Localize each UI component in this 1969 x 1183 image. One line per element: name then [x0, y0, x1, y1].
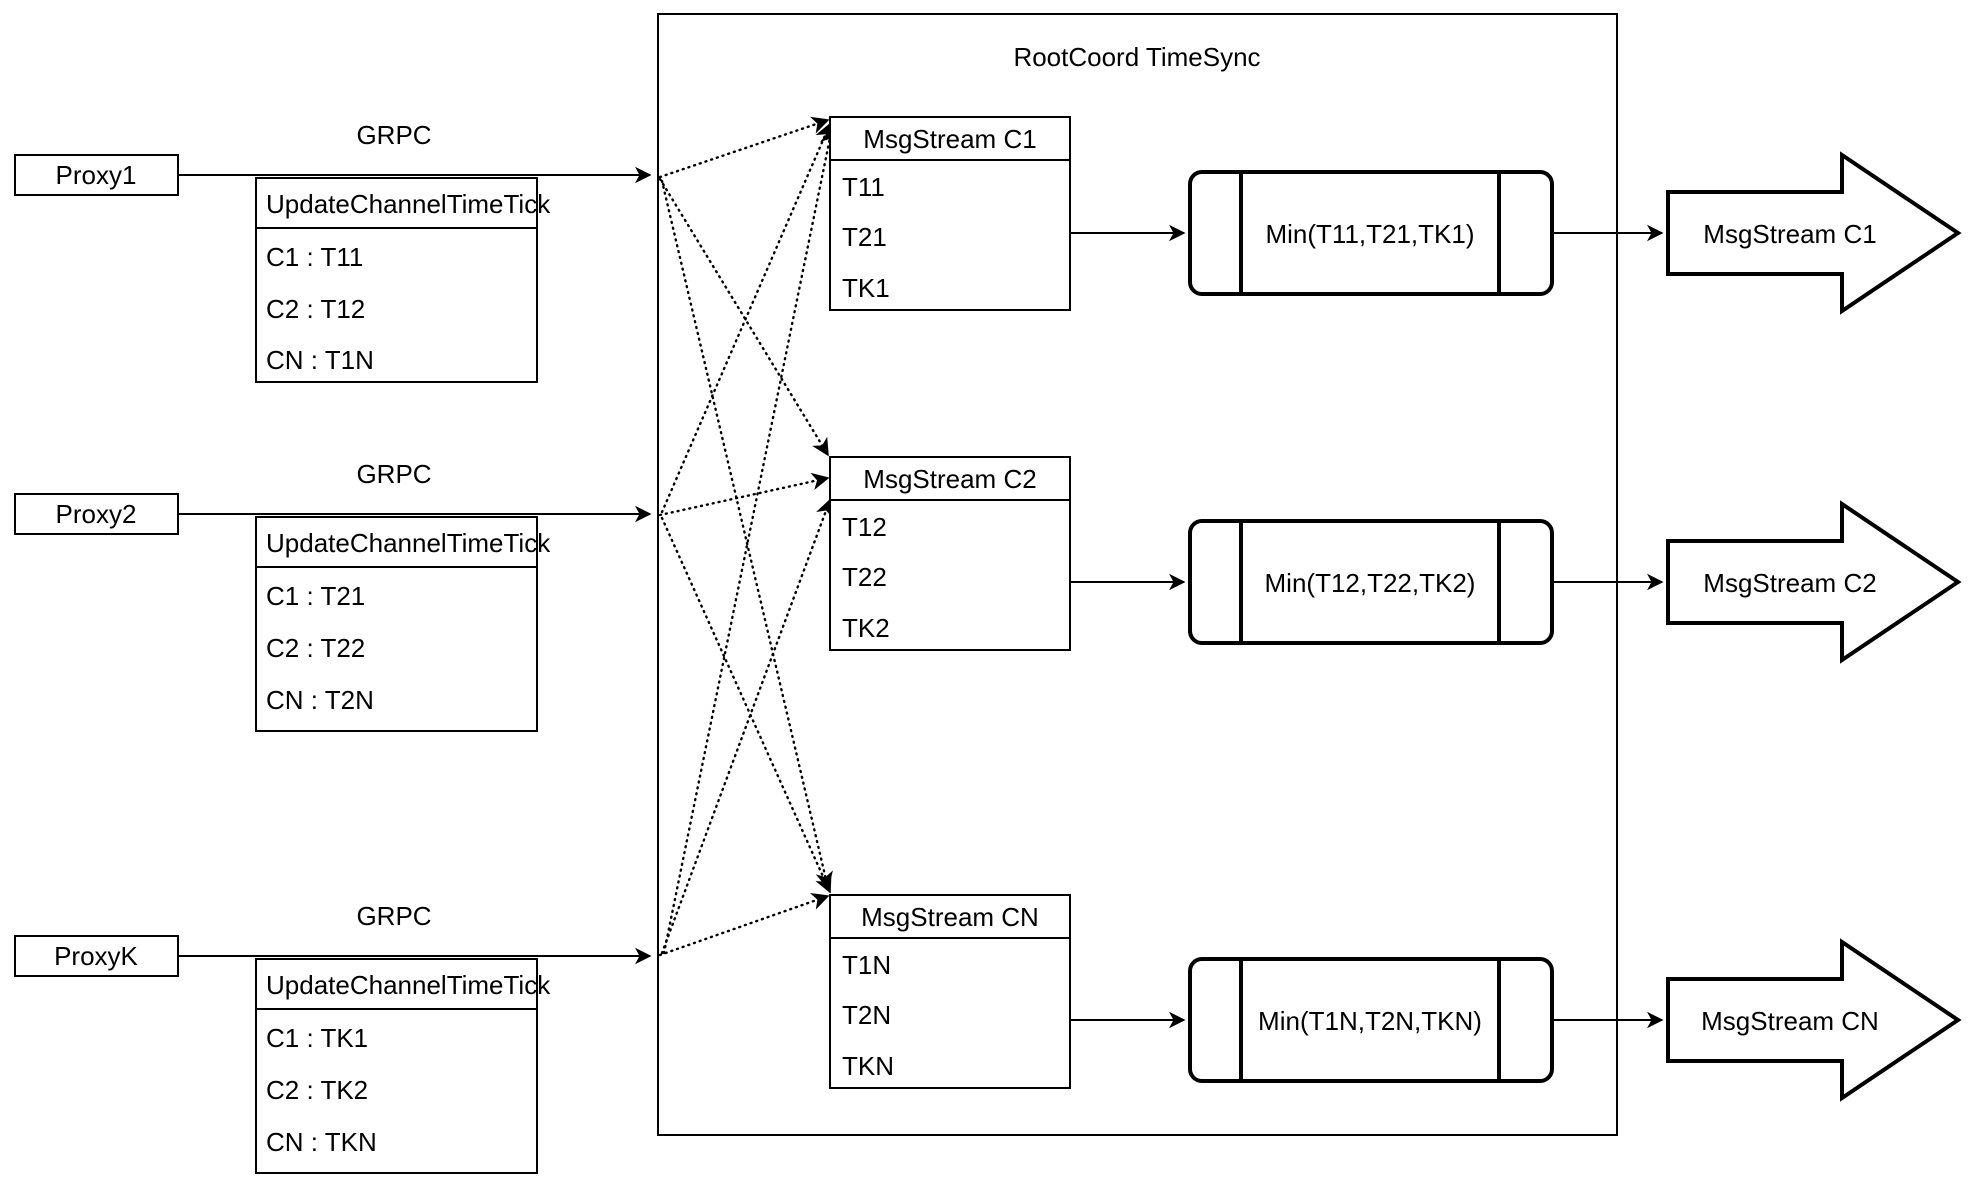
msgstream-row-2-2: TK2 — [842, 613, 890, 643]
request-row-1-1: C2 : T12 — [266, 294, 365, 324]
msgstream-row-1-0: T11 — [842, 172, 885, 202]
request-card-1 — [255, 177, 538, 383]
msgstream-row-3-0: T1N — [842, 950, 891, 980]
msgstream-row-2-0: T12 — [842, 512, 887, 542]
request-card-2 — [255, 516, 538, 732]
proxy-label-1: Proxy1 — [56, 160, 137, 190]
request-title-2: UpdateChannelTimeTick — [266, 528, 551, 558]
request-row-1-2: CN : T1N — [266, 345, 374, 375]
proxy-box-3[interactable] — [14, 935, 179, 977]
msgstream-title-1: MsgStream C1 — [863, 124, 1036, 154]
request-row-3-1: C2 : TK2 — [266, 1075, 368, 1105]
request-card-3 — [255, 958, 538, 1174]
proxy-label-2: Proxy2 — [56, 499, 137, 529]
fanout-p1-c2 — [658, 177, 830, 457]
proxy-box-2[interactable] — [14, 493, 179, 535]
fanout-p2-cn — [660, 516, 832, 894]
output-arrow-3 — [1666, 938, 1962, 1102]
msgstream-card-1 — [829, 116, 1071, 311]
proxy-box-1[interactable] — [14, 154, 179, 196]
request-row-2-2: CN : T2N — [266, 685, 374, 715]
request-row-3-2: CN : TKN — [266, 1127, 377, 1157]
fanout-p2-c1 — [660, 122, 832, 514]
request-row-2-1: C2 : T22 — [266, 633, 365, 663]
output-arrow-2 — [1666, 500, 1962, 664]
msgstream-title-3: MsgStream CN — [861, 902, 1039, 932]
process-label-3: Min(T1N,T2N,TKN) — [1258, 1006, 1482, 1036]
request-row-2-0: C1 : T21 — [266, 581, 365, 611]
msgstream-title-2: MsgStream C2 — [863, 464, 1036, 494]
grpc-label-2: GRPC — [356, 459, 431, 489]
request-row-1-0: C1 : T11 — [266, 242, 363, 272]
output-label-3: MsgStream CN — [1701, 1006, 1879, 1036]
msgstream-row-3-1: T2N — [842, 1000, 891, 1030]
output-label-1: MsgStream C1 — [1703, 219, 1876, 249]
fanout-pk-c2 — [660, 498, 833, 955]
request-title-3: UpdateChannelTimeTick — [266, 970, 551, 1000]
request-title-1: UpdateChannelTimeTick — [266, 189, 551, 219]
fanout-p1-c1 — [658, 116, 830, 179]
msgstream-card-2 — [829, 456, 1071, 651]
process-label-1: Min(T11,T21,TK1) — [1265, 219, 1474, 249]
msgstream-row-1-2: TK1 — [842, 273, 890, 303]
msgstream-row-1-1: T21 — [842, 222, 887, 252]
fanout-p1-cn — [660, 179, 833, 890]
request-row-3-0: C1 : TK1 — [266, 1023, 368, 1053]
fanout-p2-c2 — [658, 472, 830, 517]
msgstream-card-3 — [829, 894, 1071, 1089]
msgstream-row-2-1: T22 — [842, 562, 887, 592]
fanout-pk-cn — [658, 892, 830, 957]
container-title: RootCoord TimeSync — [1013, 42, 1260, 72]
grpc-label-3: GRPC — [356, 901, 431, 931]
fanout-pk-c1 — [662, 126, 838, 955]
proxy-label-3: ProxyK — [54, 941, 138, 971]
process-label-2: Min(T12,T22,TK2) — [1265, 568, 1476, 598]
output-label-2: MsgStream C2 — [1703, 568, 1876, 598]
grpc-label-1: GRPC — [356, 120, 431, 150]
output-arrow-1 — [1666, 151, 1962, 315]
msgstream-row-3-2: TKN — [842, 1051, 894, 1081]
